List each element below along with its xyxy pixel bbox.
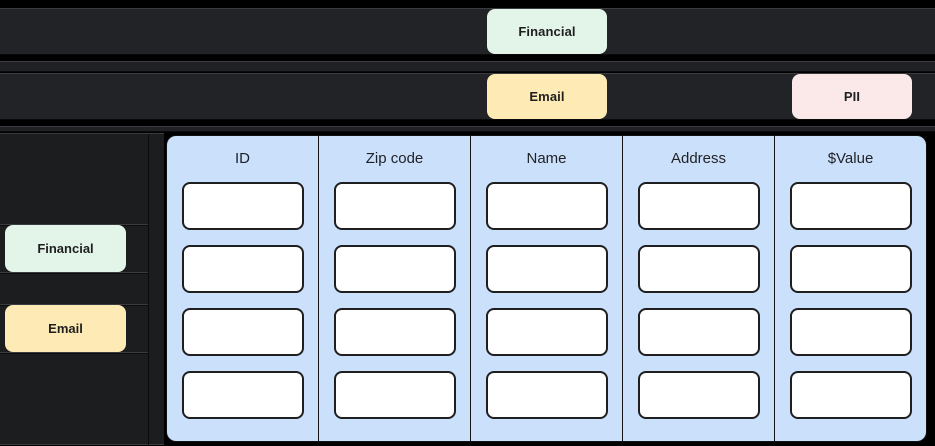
table-column-id: ID bbox=[167, 136, 319, 441]
band-row-2 bbox=[0, 73, 935, 120]
tag-financial-top[interactable]: Financial bbox=[487, 9, 607, 54]
table-cell[interactable] bbox=[789, 308, 912, 356]
table-cell[interactable] bbox=[485, 371, 608, 419]
table-column-name: Name bbox=[471, 136, 623, 441]
column-header-address: Address bbox=[670, 150, 727, 167]
table-cell[interactable] bbox=[637, 371, 760, 419]
column-cells-zip-code bbox=[319, 182, 470, 419]
table-cell[interactable] bbox=[789, 371, 912, 419]
table-cell[interactable] bbox=[637, 308, 760, 356]
sidebar-divider-2 bbox=[0, 272, 148, 274]
table-column-address: Address bbox=[623, 136, 775, 441]
sidebar-tag-email[interactable]: Email bbox=[5, 305, 126, 352]
column-header-value: $Value bbox=[827, 150, 874, 167]
band-row-divider-1 bbox=[0, 61, 935, 72]
lower-region: Financial Email ID Zip code Name bbox=[0, 133, 935, 446]
table-cell[interactable] bbox=[181, 371, 304, 419]
column-cells-value bbox=[775, 182, 926, 419]
table-cell[interactable] bbox=[789, 182, 912, 230]
band-row-divider-2 bbox=[0, 126, 935, 132]
tag-pii-top[interactable]: PII bbox=[792, 74, 912, 119]
table-cell[interactable] bbox=[333, 371, 456, 419]
table-cell[interactable] bbox=[181, 182, 304, 230]
tag-email-top[interactable]: Email bbox=[487, 74, 607, 119]
sidebar-panel: Financial Email bbox=[0, 133, 164, 446]
column-header-id: ID bbox=[235, 150, 250, 167]
table-cell[interactable] bbox=[485, 182, 608, 230]
table-cell[interactable] bbox=[333, 182, 456, 230]
table-column-value: $Value bbox=[775, 136, 926, 441]
sidebar-tag-financial[interactable]: Financial bbox=[5, 225, 126, 272]
table-cell[interactable] bbox=[181, 308, 304, 356]
column-cells-address bbox=[623, 182, 774, 419]
column-cells-id bbox=[167, 182, 318, 419]
table-cell[interactable] bbox=[637, 245, 760, 293]
table-cell[interactable] bbox=[181, 245, 304, 293]
table-cell[interactable] bbox=[789, 245, 912, 293]
tag-bands-region: Financial Email PII bbox=[0, 0, 935, 132]
table-cell[interactable] bbox=[485, 308, 608, 356]
data-table: ID Zip code Name bbox=[166, 135, 927, 442]
sidebar-divider-4 bbox=[0, 352, 148, 354]
table-cell[interactable] bbox=[333, 245, 456, 293]
table-cell[interactable] bbox=[637, 182, 760, 230]
table-cell[interactable] bbox=[485, 245, 608, 293]
column-header-name: Name bbox=[526, 150, 567, 167]
table-cell[interactable] bbox=[333, 308, 456, 356]
column-cells-name bbox=[471, 182, 622, 419]
table-column-zip-code: Zip code bbox=[319, 136, 471, 441]
column-header-zip-code: Zip code bbox=[365, 150, 424, 167]
sidebar-edge bbox=[148, 134, 149, 446]
band-row-1 bbox=[0, 8, 935, 55]
